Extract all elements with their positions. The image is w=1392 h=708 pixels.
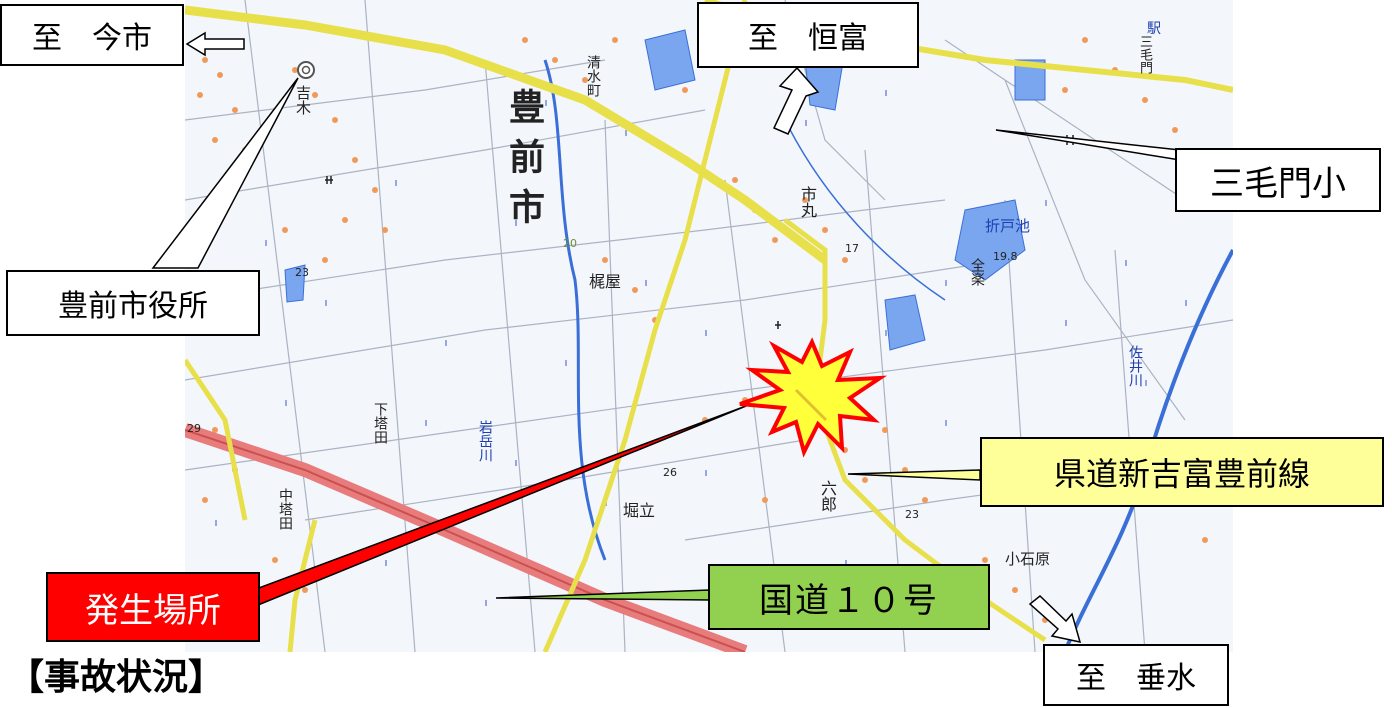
map-label-sakigawa: 佐井川 <box>1127 345 1143 387</box>
map-label-city-name: 豊前市 <box>503 88 544 238</box>
accident-situation-heading: 【事故状況】 <box>8 657 225 698</box>
callout-national-route-10: 国道１０号 <box>708 564 990 630</box>
map-label-elev-198: 19.8 <box>993 250 1018 263</box>
map-label-zenraku: 全楽 <box>969 258 985 286</box>
map-label-nakatoita: 中塔田 <box>277 488 293 530</box>
map-label-elev-29: 29 <box>187 422 201 435</box>
map-label-shimizumachi: 清水町 <box>585 55 601 97</box>
callout-to-tarumi: 至 垂水 <box>1043 644 1229 706</box>
map-label-elev-23b: 23 <box>905 508 919 521</box>
map-graphic <box>185 0 1233 652</box>
map-label-elev-17: 17 <box>845 242 859 255</box>
callout-mikekado-school: 三毛門小 <box>1175 148 1381 212</box>
map-label-kajiya: 梶屋 <box>589 272 622 291</box>
map-label-shimotoita: 下塔田 <box>372 402 388 444</box>
main-yellow-highway <box>185 5 828 264</box>
callout-to-tsunetomi: 至 恒富 <box>697 2 919 68</box>
map-label-horitate: 堀立 <box>623 501 656 520</box>
map-label-eki: 駅 <box>1147 21 1161 37</box>
callout-city-hall: 豊前市役所 <box>6 270 260 336</box>
topographic-map[interactable]: 豊前市 梶屋 堀立 市丸 六郎 小石原 折戸池 清水町 吉木 下塔田 中塔田 岩… <box>185 0 1233 652</box>
map-label-elev-23a: 23 <box>295 266 309 279</box>
map-label-elev-26: 26 <box>663 466 677 479</box>
map-label-yoshiki: 吉木 <box>294 85 312 115</box>
map-label-iwadakegawa: 岩岳川 <box>477 420 493 462</box>
callout-prefectural-road: 県道新吉富豊前線 <box>980 437 1384 507</box>
map-label-origaike: 折戸池 <box>985 217 1031 235</box>
callout-accident-site: 発生場所 <box>46 572 260 642</box>
callout-to-imaichi: 至 今市 <box>0 4 184 66</box>
map-label-koishihara: 小石原 <box>1005 550 1051 568</box>
map-label-elev-20: 20 <box>563 237 577 250</box>
map-label-rokuro: 六郎 <box>818 480 837 512</box>
map-label-mikekado: 三毛門 <box>1137 35 1152 74</box>
map-label-ichimaru: 市丸 <box>798 186 817 218</box>
